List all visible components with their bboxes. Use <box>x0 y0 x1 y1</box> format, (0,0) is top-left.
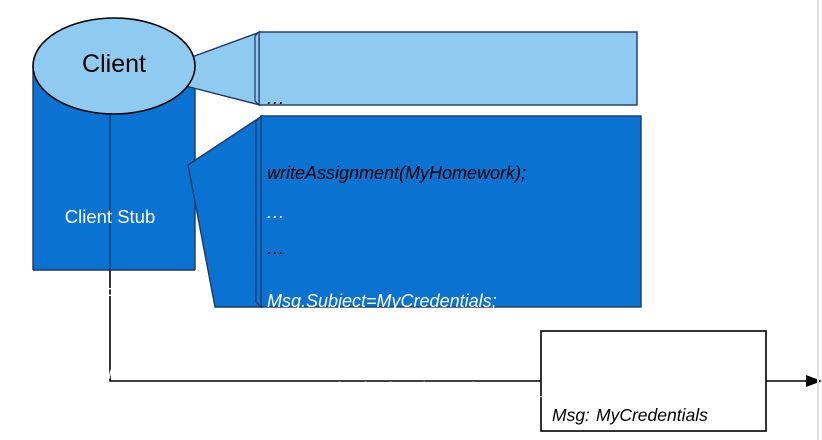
client-callout-shape <box>169 30 638 107</box>
stub-callout-shape <box>187 114 642 309</box>
stub-to-message-connector <box>109 270 541 382</box>
client-ellipse-shape <box>32 17 196 115</box>
outgoing-arrow-head-icon <box>806 375 822 387</box>
message-box-shape <box>540 330 767 432</box>
